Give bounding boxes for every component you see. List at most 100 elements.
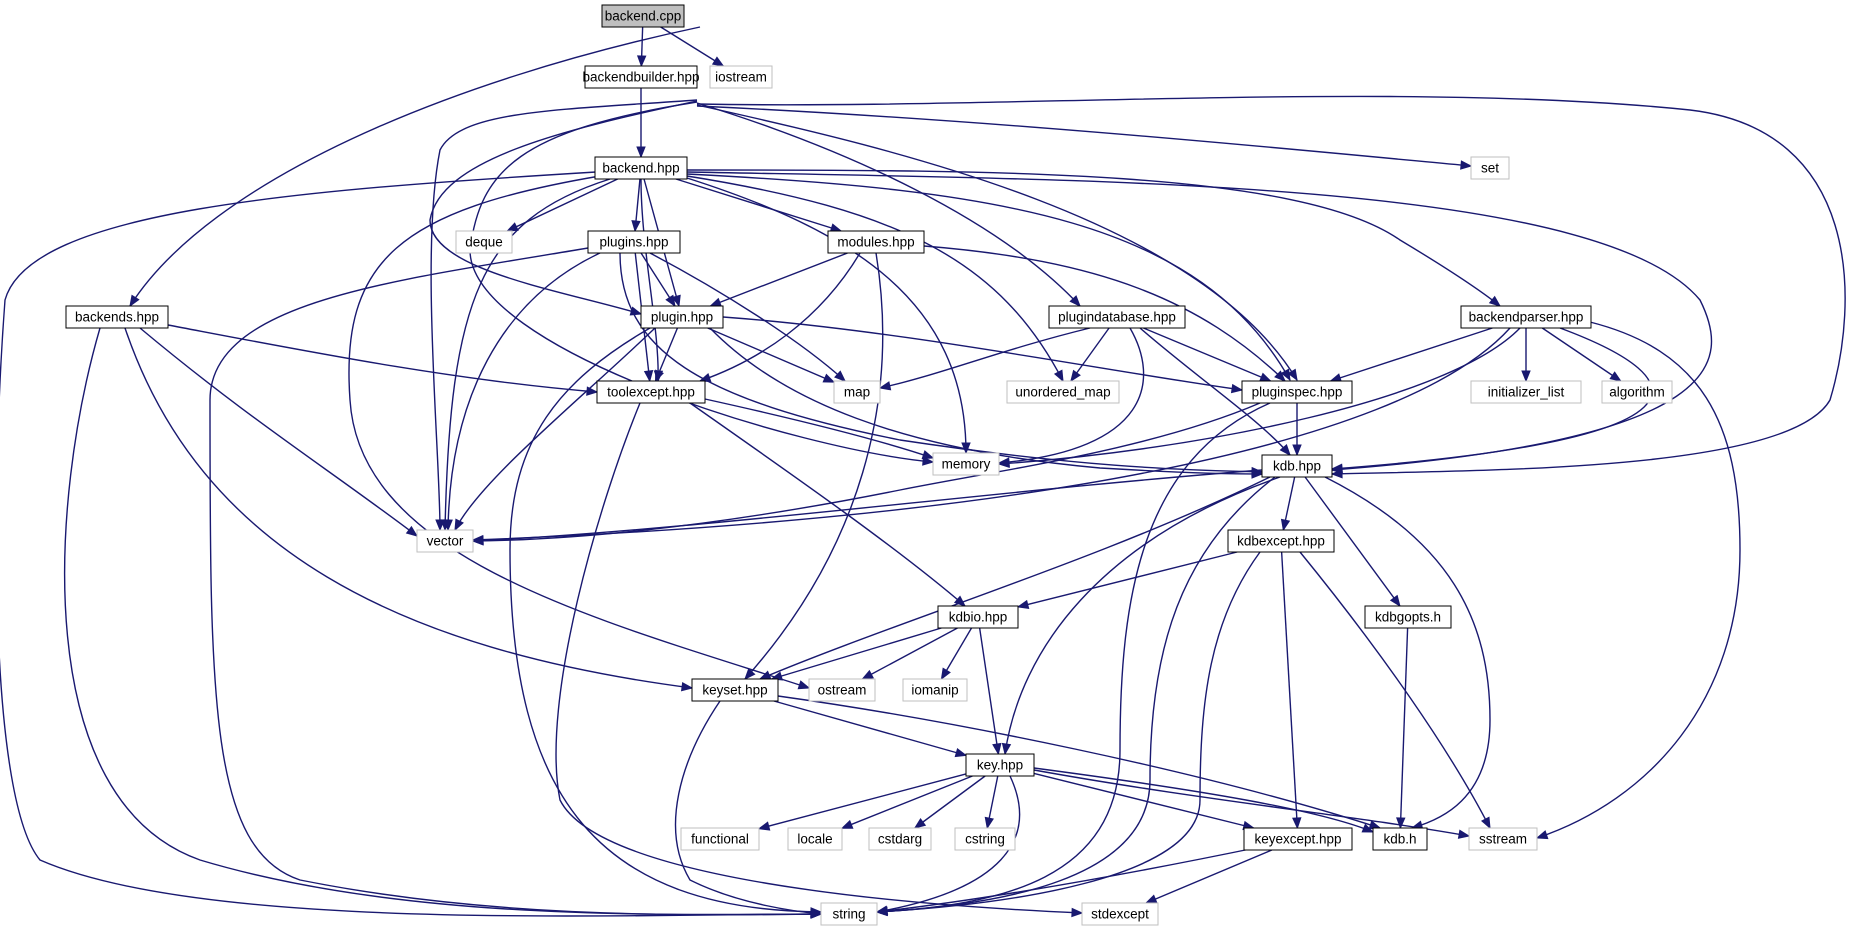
node-box <box>601 4 685 28</box>
node-backend-cpp[interactable]: backend.cpp <box>601 4 685 28</box>
edge-backend_cpp-to-backends_hpp <box>129 26 701 308</box>
node-label: cstdarg <box>878 832 922 847</box>
edge-line <box>649 252 846 382</box>
arrow-head-icon <box>1230 383 1244 394</box>
node-backends-hpp[interactable]: backends.hpp <box>65 305 169 329</box>
node-label: pluginspec.hpp <box>1252 385 1343 400</box>
arrow-head-icon <box>665 294 676 308</box>
node-modules-hpp[interactable]: modules.hpp <box>827 230 925 254</box>
node-keyexcept-hpp[interactable]: keyexcept.hpp <box>1243 827 1353 851</box>
edge-key_hpp-to-locale <box>840 775 973 829</box>
node-vector: vector <box>416 529 474 553</box>
node-box <box>594 156 688 180</box>
edge-line <box>1004 476 1281 755</box>
edge-line <box>1331 327 1653 470</box>
edge-plugins_hpp-to-map <box>649 252 846 382</box>
edge-line <box>1324 476 1491 829</box>
node-label: toolexcept.hpp <box>607 385 695 400</box>
node-kdbgopts-h[interactable]: kdbgopts.h <box>1364 605 1452 629</box>
node-box <box>1364 605 1452 629</box>
node-label: kdbio.hpp <box>949 610 1008 625</box>
edge-line <box>686 171 1713 471</box>
node-kdb-hpp[interactable]: kdb.hpp <box>1261 454 1333 478</box>
edge-line <box>124 327 693 689</box>
arrow-head-icon <box>757 821 771 831</box>
arrow-head-icon <box>1144 894 1158 904</box>
edge-line <box>689 402 966 607</box>
edge-backendbuilder_hpp-to-backend_hpp <box>636 88 646 159</box>
edge-line <box>841 775 973 829</box>
edge-plugin_hpp-to-string <box>509 327 823 917</box>
edge-line <box>1536 321 1741 839</box>
node-label: vector <box>427 534 464 549</box>
arrow-head-icon <box>1016 599 1030 610</box>
node-label: backend.cpp <box>605 9 682 24</box>
edge-keyset_hpp-to-key_hpp <box>773 700 968 758</box>
node-box <box>640 305 724 329</box>
node-plugin-hpp[interactable]: plugin.hpp <box>640 305 724 329</box>
node-toolexcept-hpp[interactable]: toolexcept.hpp <box>596 380 706 404</box>
edge-line <box>139 327 418 537</box>
node-kdbexcept-hpp[interactable]: kdbexcept.hpp <box>1227 529 1335 553</box>
edge-line <box>454 327 656 531</box>
edge-line <box>998 327 1145 464</box>
edge-line <box>129 26 701 307</box>
arrow-head-icon <box>861 669 874 680</box>
node-label: iomanip <box>911 683 958 698</box>
node-box <box>416 529 474 553</box>
edge-line <box>862 627 958 680</box>
edge-line <box>876 476 1276 913</box>
edge-line <box>696 95 1846 475</box>
edge-line <box>444 178 611 531</box>
edge-backend_cpp-to-backendbuilder_hpp <box>636 26 647 68</box>
edge-line <box>686 173 1291 381</box>
arrow-head-icon <box>1292 444 1302 457</box>
node-box <box>455 230 513 254</box>
node-kdbio-hpp[interactable]: kdbio.hpp <box>937 605 1019 629</box>
arrow-head-icon <box>454 518 464 532</box>
node-kdb-h[interactable]: kdb.h <box>1372 827 1428 851</box>
node-label: key.hpp <box>977 758 1023 773</box>
edge-line <box>0 171 822 917</box>
edge-line <box>1299 551 1491 829</box>
node-plugindatabase-hpp[interactable]: plugindatabase.hpp <box>1048 305 1186 329</box>
edge-keyset_hpp-to-string <box>674 700 823 918</box>
arrow-head-icon <box>1460 160 1473 170</box>
edge-line <box>744 252 884 680</box>
node-pluginspec-hpp[interactable]: pluginspec.hpp <box>1241 380 1353 404</box>
node-ostream: ostream <box>808 678 876 702</box>
edge-backendbuilder_hpp-to-plugindatabase_hpp <box>696 102 1081 307</box>
node-backendbuilder-hpp[interactable]: backendbuilder.hpp <box>582 65 700 89</box>
edge-kdbio_hpp-to-iomanip <box>940 627 973 681</box>
edge-modules_hpp-to-keyset_hpp <box>744 252 884 681</box>
edge-line <box>472 469 1263 542</box>
node-label: backend.hpp <box>602 161 679 176</box>
arrow-head-icon <box>1274 370 1286 382</box>
edge-line <box>509 327 822 913</box>
arrow-head-icon <box>1001 742 1012 756</box>
arrow-head-icon <box>643 370 654 383</box>
node-box <box>808 678 876 702</box>
arrow-head-icon <box>922 456 935 466</box>
arrow-head-icon <box>1535 830 1549 840</box>
edge-kdbexcept_hpp-to-sstream <box>1299 551 1491 830</box>
arrow-head-icon <box>744 668 756 681</box>
node-backendparser-hpp[interactable]: backendparser.hpp <box>1460 305 1592 329</box>
node-plugins-hpp[interactable]: plugins.hpp <box>587 230 681 254</box>
node-cstdarg: cstdarg <box>868 827 932 851</box>
edge-backend_hpp-to-plugins_hpp <box>631 178 641 233</box>
edge-kdbexcept_hpp-to-keyexcept_hpp <box>1280 551 1302 830</box>
edge-line <box>472 327 1511 541</box>
node-box <box>709 65 773 89</box>
edge-line <box>876 846 1261 913</box>
node-backend-hpp[interactable]: backend.hpp <box>594 156 688 180</box>
edge-line <box>876 551 1261 913</box>
edge-line <box>759 476 1271 680</box>
node-keyset-hpp[interactable]: keyset.hpp <box>691 678 779 702</box>
arrow-head-icon <box>954 747 968 758</box>
edge-backends_hpp-to-toolexcept_hpp <box>167 324 599 396</box>
arrow-head-icon <box>953 595 967 607</box>
node-key-hpp[interactable]: key.hpp <box>965 753 1035 777</box>
node-label: backendparser.hpp <box>1469 310 1584 325</box>
